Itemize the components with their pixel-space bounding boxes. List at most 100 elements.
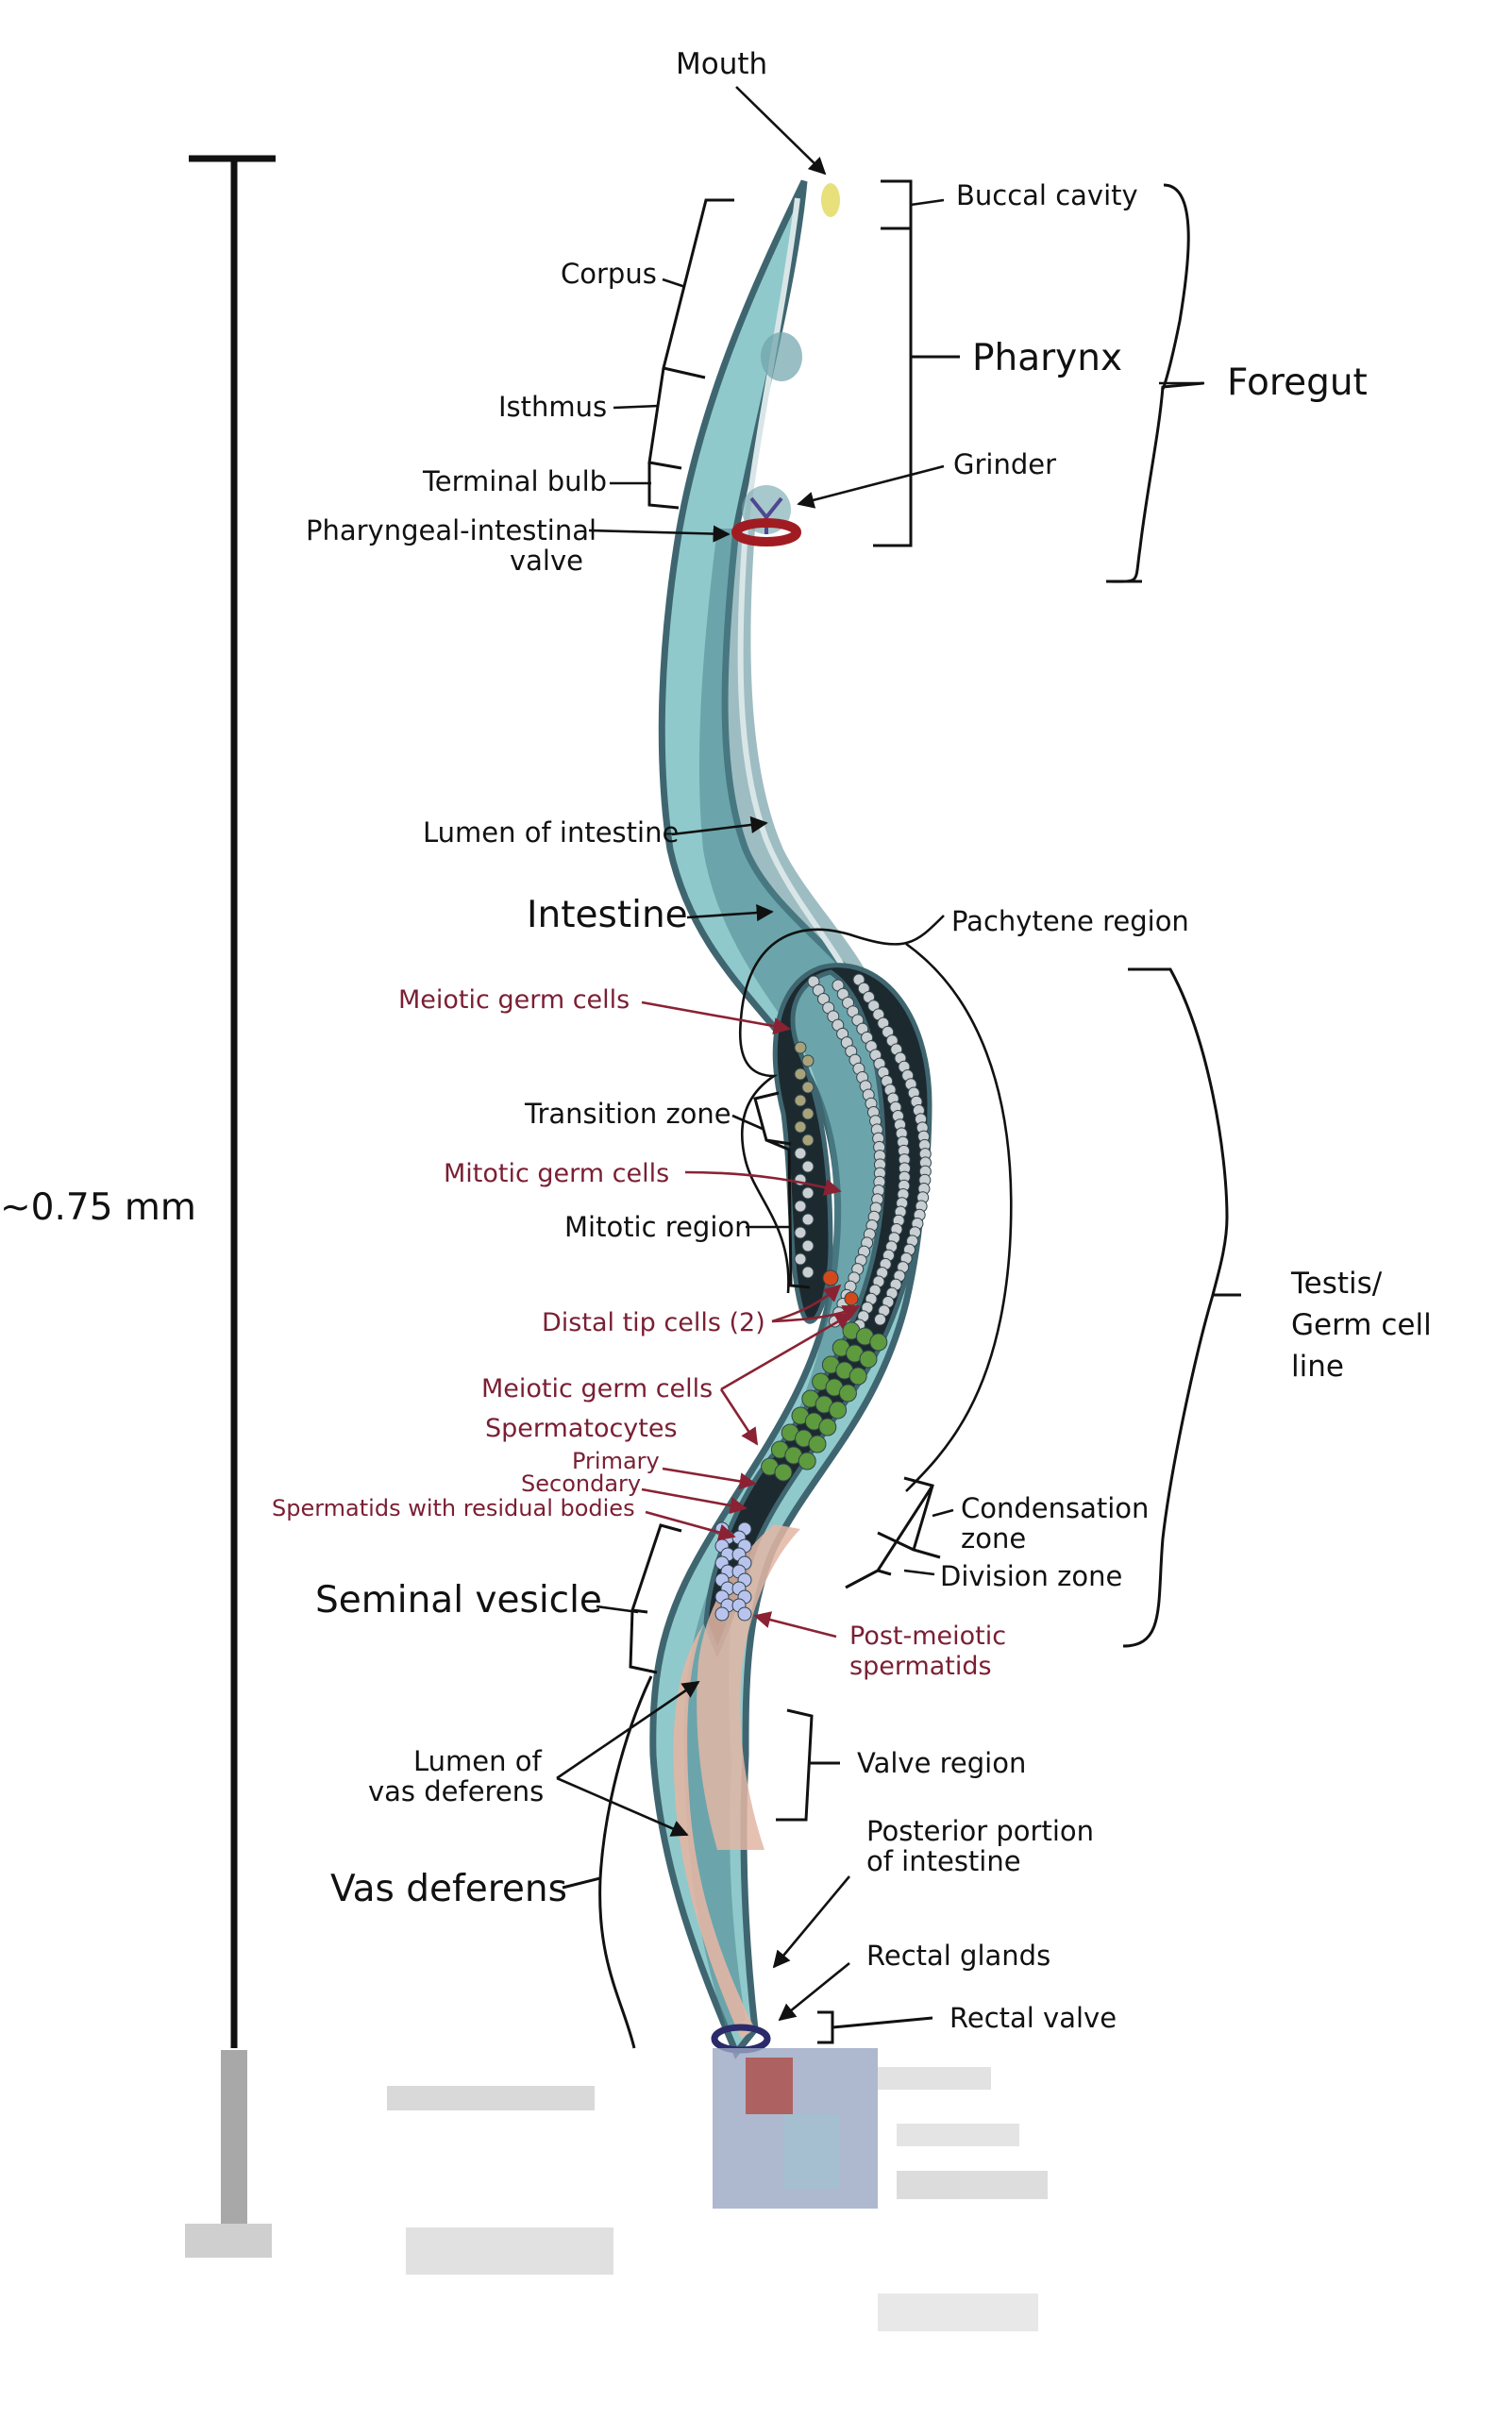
worm-body: [649, 179, 932, 2059]
label-corpus: Corpus: [561, 258, 657, 290]
dtc-arrow-1: [771, 1284, 842, 1323]
mitotic-cell: [801, 1213, 815, 1226]
buccal-tip: [821, 183, 840, 217]
rectal-glands-arrow: [778, 1961, 850, 2022]
obscured-region: [387, 2048, 1048, 2331]
lumen-intestine-arrow: [671, 815, 768, 836]
spermatocyte: [774, 1463, 793, 1482]
pachytene-outline: [738, 915, 1013, 1492]
isthmus-line: [613, 404, 660, 410]
label-secondary: Secondary: [521, 1470, 641, 1497]
mitotic-cells-arrow: [684, 1170, 842, 1196]
label-primary: Primary: [572, 1448, 660, 1474]
label-testis-line3: line: [1291, 1350, 1344, 1384]
bracket-corpus-isthmus: [647, 198, 734, 510]
spermatocyte: [818, 1418, 837, 1437]
mitotic-cell: [794, 1226, 807, 1239]
posterior-arrow: [772, 1875, 850, 1969]
secondary-arrow: [641, 1487, 748, 1515]
spermatocyte: [848, 1367, 867, 1386]
distal-tip-cell: [844, 1291, 859, 1306]
bracket-vas-deferens: [562, 1675, 653, 2049]
bracket-transition-mitotic: [753, 1091, 811, 1289]
label-pi-valve-line2: valve: [510, 545, 583, 577]
mitotic-cell: [801, 1134, 815, 1147]
label-lumen-vas-line2: vas deferens: [368, 1775, 544, 1807]
pharyngeal-intestinal-valve-ring: [731, 518, 801, 546]
label-valve-region: Valve region: [857, 1747, 1026, 1779]
corpus-bulb: [761, 332, 802, 381]
bracket-testis: [1122, 967, 1241, 1648]
label-pachytene-region: Pachytene region: [951, 905, 1189, 937]
mitotic-cell: [801, 1186, 815, 1200]
mitotic-cell: [794, 1067, 807, 1081]
scale-bar: [185, 155, 276, 2258]
label-meiotic-germ-cells-1: Meiotic germ cells: [398, 985, 630, 1015]
mitotic-cell: [801, 1160, 815, 1173]
spermatocyte: [808, 1435, 827, 1454]
label-post-meiotic-line2: spermatids: [849, 1652, 992, 1681]
mitotic-cell: [801, 1239, 815, 1252]
corpus-line: [662, 277, 686, 289]
label-post-meiotic-line1: Post-meiotic: [849, 1622, 1006, 1651]
pi-valve-arrow: [588, 525, 731, 543]
label-seminal-vesicle: Seminal vesicle: [315, 1579, 602, 1622]
label-testis-line2: Germ cell: [1291, 1308, 1432, 1342]
spermatocyte: [838, 1384, 857, 1403]
bracket-condensation-division: [845, 1476, 941, 1589]
mitotic-cell: [794, 1200, 807, 1213]
label-lumen-vas-line1: Lumen of: [413, 1745, 542, 1777]
label-division-zone: Division zone: [940, 1560, 1122, 1592]
vas-deferens-tube: [673, 1623, 755, 2039]
division-line: [903, 1569, 935, 1576]
spermatid: [737, 1606, 752, 1622]
condensation-line: [932, 1508, 954, 1518]
label-rectal-valve: Rectal valve: [949, 2002, 1117, 2034]
label-vas-deferens: Vas deferens: [330, 1868, 567, 1910]
mouth-arrow: [735, 86, 827, 176]
spermatocyte: [798, 1452, 816, 1470]
label-posterior-line2: of intestine: [866, 1845, 1021, 1877]
label-buccal-cavity: Buccal cavity: [956, 179, 1138, 211]
label-pi-valve-line1: Pharyngeal-intestinal: [306, 514, 596, 546]
label-distal-tip-cells: Distal tip cells (2): [542, 1308, 765, 1337]
distal-tip-cell: [822, 1269, 839, 1286]
label-mitotic-region: Mitotic region: [564, 1211, 752, 1243]
label-posterior-line1: Posterior portion: [866, 1815, 1094, 1847]
label-grinder: Grinder: [953, 448, 1056, 480]
label-pharynx: Pharynx: [972, 337, 1122, 379]
germ-cell: [873, 1313, 886, 1326]
bracket-pharynx: [873, 179, 960, 547]
grinder-arrow: [797, 464, 945, 509]
mitotic-cell: [801, 1266, 815, 1279]
meiotic-2-arrow-b: [719, 1388, 759, 1446]
meiotic-1-arrow: [641, 1000, 791, 1035]
mitotic-cell: [801, 1107, 815, 1120]
buccal-connector: [910, 198, 945, 207]
dtc-arrow-2: [771, 1304, 861, 1323]
label-mitotic-germ-cells: Mitotic germ cells: [444, 1159, 669, 1188]
label-condensation-line1: Condensation: [961, 1492, 1149, 1524]
mitotic-cell: [801, 1081, 815, 1094]
label-lumen-of-intestine: Lumen of intestine: [423, 816, 679, 849]
post-meiotic-arrow: [753, 1611, 837, 1639]
bracket-seminal-vesicle: [629, 1523, 682, 1674]
label-foregut: Foregut: [1227, 361, 1368, 404]
spermatids-arrow: [645, 1510, 736, 1541]
bracket-rectal-valve: [817, 2010, 933, 2044]
transition-line: [731, 1114, 764, 1131]
intestine-arrow: [686, 904, 774, 922]
label-condensation-line2: zone: [961, 1522, 1026, 1555]
label-spermatids-residual: Spermatids with residual bodies: [272, 1495, 635, 1521]
bracket-foregut: [1105, 183, 1204, 583]
label-spermatocytes: Spermatocytes: [485, 1414, 678, 1443]
intestine-core: [683, 529, 899, 2029]
scale-label: ~0.75 mm: [0, 1186, 196, 1229]
label-rectal-glands: Rectal glands: [866, 1940, 1050, 1972]
germ-cells: [714, 973, 932, 1622]
lumen-vas-arrow-1: [556, 1680, 700, 1780]
mitotic-cell: [794, 1120, 807, 1134]
mitotic-cell: [794, 1094, 807, 1107]
